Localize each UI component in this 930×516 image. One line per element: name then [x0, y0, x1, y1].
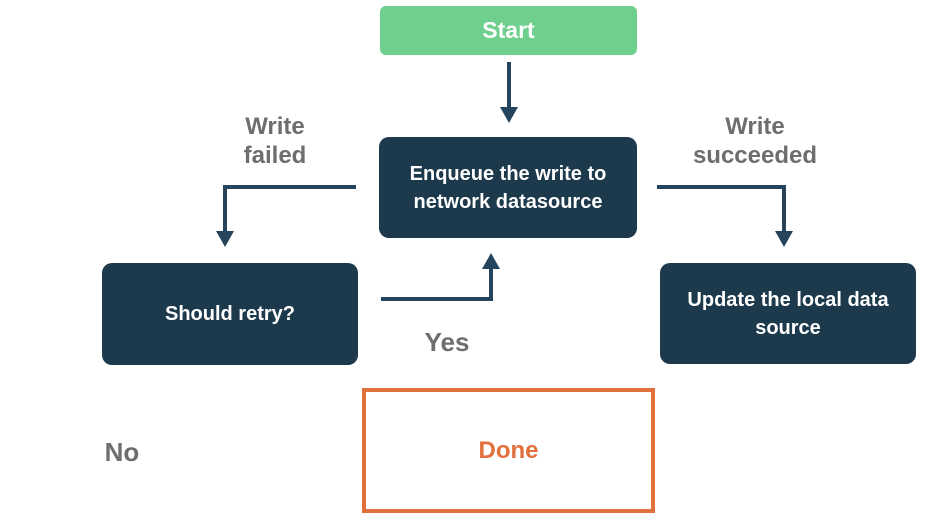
edge-label-write-succeeded: Write succeeded: [692, 113, 818, 169]
edge-label-write-failed: Write failed: [243, 113, 307, 169]
arrow-yes-should-retry-to-enqueue: [381, 268, 493, 301]
arrowhead-into-update-local: [775, 231, 793, 247]
node-enqueue-write: Enqueue the write to network datasource: [379, 137, 637, 238]
arrowhead-into-enqueue-bottom: [482, 253, 500, 269]
node-should-retry: Should retry?: [102, 263, 358, 365]
node-start: Start: [380, 6, 637, 55]
edge-label-no: No: [104, 437, 140, 467]
arrowhead-into-should-retry: [216, 231, 234, 247]
arrow-enqueue-to-should-retry: [223, 185, 356, 233]
node-update-local-source: Update the local data source: [660, 263, 916, 364]
arrowhead-into-enqueue-top: [500, 107, 518, 123]
node-done: Done: [362, 388, 655, 513]
edge-label-yes: Yes: [424, 327, 470, 357]
arrow-enqueue-to-update-local: [657, 185, 786, 233]
